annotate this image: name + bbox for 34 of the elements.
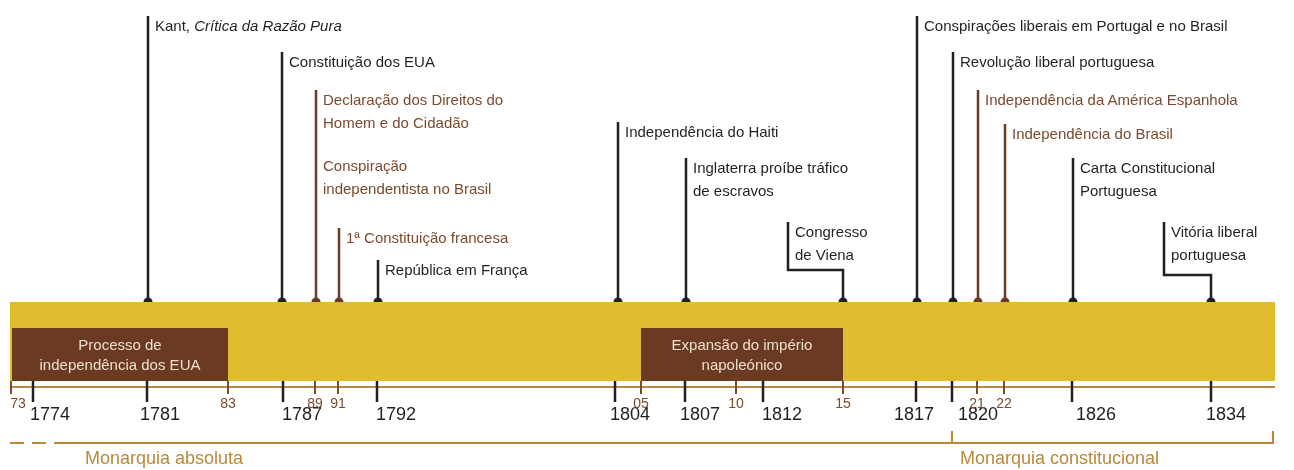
event-label: Conspirações liberais em Portugal e no Brasil xyxy=(924,16,1229,36)
year-tick-label: 73 xyxy=(10,395,26,411)
year-label: 1812 xyxy=(762,404,802,425)
event-label: Independência do Haiti xyxy=(625,122,780,142)
event-label: Inglaterra proíbe tráfico de escravos xyxy=(693,158,850,201)
period-label: Monarquia absoluta xyxy=(85,448,244,469)
event-label: Conspiração independentista no Brasil xyxy=(323,156,493,199)
year-label: 1817 xyxy=(894,404,934,425)
year-tick-label: 15 xyxy=(835,395,851,411)
year-label: 1807 xyxy=(680,404,720,425)
event-label: Revolução liberal portuguesa xyxy=(960,52,1156,72)
event-label: Declaração dos Direitos do Homem e do Cidadão xyxy=(323,90,505,133)
year-tick-label: 22 xyxy=(996,395,1012,411)
period-box: Expansão do império napoleónico xyxy=(641,328,843,381)
event-label: Carta Constitucional Portuguesa xyxy=(1080,158,1217,201)
year-label: 1834 xyxy=(1206,404,1246,425)
year-tick-label: 10 xyxy=(728,395,744,411)
year-tick-label: 83 xyxy=(220,395,236,411)
period-label: Monarquia constitucional xyxy=(960,448,1160,469)
period-box: Processo de independência dos EUA xyxy=(12,328,228,381)
timeline-band xyxy=(10,302,1275,381)
event-label: Independência da América Espanhola xyxy=(985,90,1239,110)
year-label: 1792 xyxy=(376,404,416,425)
event-label: Vitória liberal portuguesa xyxy=(1171,222,1259,265)
event-label: Constituição dos EUA xyxy=(289,52,436,72)
event-label: Kant, Crítica da Razão Pura xyxy=(155,16,343,36)
year-label: 1774 xyxy=(30,404,70,425)
year-label: 1781 xyxy=(140,404,180,425)
event-label: Independência do Brasil xyxy=(1012,124,1174,144)
event-label: República em França xyxy=(385,260,529,280)
event-label: Congresso de Viena xyxy=(795,222,869,265)
year-label: 1826 xyxy=(1076,404,1116,425)
event-label: 1ª Constituição francesa xyxy=(346,228,510,248)
year-tick-label: 91 xyxy=(330,395,346,411)
